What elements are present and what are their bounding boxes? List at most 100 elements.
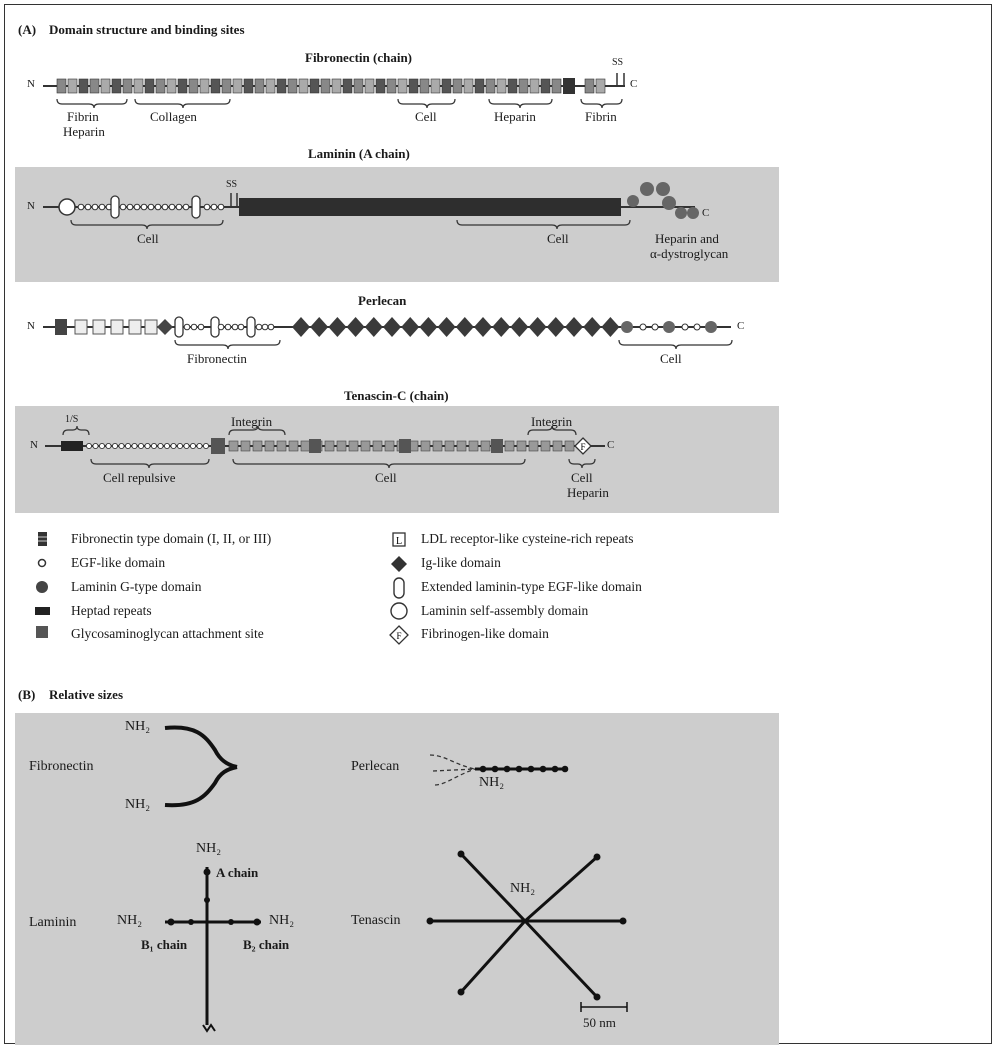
ig-like-domain bbox=[546, 317, 565, 337]
fibronectin-type-domain bbox=[456, 440, 467, 452]
panel-b-label: (B) bbox=[18, 687, 36, 702]
laminin-g-type-domain-icon bbox=[36, 581, 48, 593]
fibronectin-type-domain bbox=[463, 78, 474, 94]
fibronectin-type-domain bbox=[441, 78, 452, 94]
legend-fibrinogen-like: Fibrinogen-like domain bbox=[421, 626, 549, 641]
egf-like-domain bbox=[131, 442, 138, 450]
laminin-nh2-left: NH₂ bbox=[117, 913, 143, 928]
laminin-chain bbox=[43, 182, 699, 230]
laminin-shape bbox=[165, 867, 261, 1033]
egf-like-domain bbox=[175, 203, 183, 211]
egf-like-domain bbox=[140, 203, 148, 211]
ig-like-domain bbox=[364, 317, 383, 337]
egf-like-domain bbox=[189, 442, 197, 450]
ig-like-domain bbox=[565, 317, 583, 337]
laminin-ss: SS bbox=[226, 179, 238, 190]
fibronectin-type-domain bbox=[320, 78, 331, 94]
tenascin-binding-integrin-1: Integrin bbox=[231, 414, 273, 429]
fibronectin-type-domain bbox=[540, 440, 551, 452]
fibronectin-type-domain bbox=[228, 440, 239, 452]
fibronectin-type-domain-icon bbox=[38, 532, 47, 546]
ig-like-domain bbox=[492, 317, 511, 337]
laminin-g-type-domain bbox=[705, 321, 717, 333]
fibronectin-type-domain bbox=[386, 78, 397, 94]
egf-like-domain bbox=[144, 442, 151, 450]
fibronectin-type-domain bbox=[444, 440, 455, 452]
fibronectin-type-domain bbox=[265, 78, 276, 94]
fibronectin-type-domain bbox=[496, 78, 507, 94]
ig-like-domain bbox=[419, 317, 438, 337]
egf-like-domain bbox=[105, 442, 112, 450]
panel-a-title: Domain structure and binding sites bbox=[49, 22, 245, 37]
egf-like-domain bbox=[203, 203, 211, 211]
egf-like-domain bbox=[161, 203, 169, 211]
fibronectin-type-domain bbox=[56, 78, 67, 94]
ig-like-domain bbox=[310, 317, 329, 337]
fibronectin-type-domain bbox=[348, 440, 359, 452]
perlecan-nh2: NH₂ bbox=[479, 775, 505, 790]
gag-attachment-site-icon bbox=[36, 626, 48, 638]
perlecan-shape bbox=[429, 754, 569, 786]
egf-like-domain bbox=[237, 323, 245, 331]
laminin-b2-chain: B₂ chain bbox=[243, 937, 290, 952]
laminin-nh2-top: NH₂ bbox=[196, 841, 222, 856]
egf-like-domain bbox=[157, 442, 164, 450]
tenascin-binding-cell-1: Cell bbox=[375, 470, 397, 485]
fibronectin-type-domain bbox=[564, 440, 575, 452]
fibronectin-type-domain bbox=[287, 78, 298, 94]
legend-icons: L F bbox=[35, 532, 409, 645]
perlecan-label: Perlecan bbox=[351, 759, 400, 774]
egf-like-domain bbox=[133, 203, 141, 211]
fibronectin-type-domain bbox=[309, 78, 320, 94]
fibronectin-type-domain bbox=[300, 440, 311, 452]
egf-like-domain bbox=[197, 323, 205, 331]
fibronectin-type-domain bbox=[408, 78, 419, 94]
laminin-binding-cell-2: Cell bbox=[547, 231, 569, 246]
tenascin-binding-cell-2: Cell bbox=[571, 470, 593, 485]
fibronectin-type-domain bbox=[276, 440, 287, 452]
legend-extended-laminin-egf: Extended laminin-type EGF-like domain bbox=[421, 579, 642, 594]
egf-like-domain bbox=[183, 323, 191, 331]
fibronectin-type-domain bbox=[551, 78, 562, 94]
fibronectin-type-domain bbox=[155, 78, 166, 94]
tenascin-binding-heparin: Heparin bbox=[567, 485, 609, 500]
egf-like-domain bbox=[154, 203, 162, 211]
fibronectin-type-domain bbox=[353, 78, 364, 94]
fibronectin-type-domain bbox=[419, 78, 430, 94]
tenascin-shape bbox=[426, 850, 627, 1001]
laminin-a-chain: A chain bbox=[216, 865, 259, 880]
tenascin-c-terminus: C bbox=[607, 439, 615, 451]
laminin-binding-dystroglycan: α-dystroglycan bbox=[650, 246, 729, 261]
egf-like-domain bbox=[651, 323, 659, 331]
fibronectin-type-domain bbox=[485, 78, 496, 94]
egf-like-domain-icon bbox=[37, 558, 47, 568]
egf-like-domain bbox=[98, 442, 106, 450]
egf-like-domain bbox=[196, 442, 203, 450]
ldl-receptor-repeat-icon bbox=[392, 532, 406, 547]
fibronectin-type-domain bbox=[252, 440, 263, 452]
perlecan-binding-fibronectin: Fibronectin bbox=[187, 351, 247, 366]
fibronectin-type-domain bbox=[254, 78, 265, 94]
fibronectin-type-domain bbox=[504, 440, 515, 452]
panel-a-label: (A) bbox=[18, 22, 37, 37]
laminin-g-type-domain bbox=[663, 321, 675, 333]
perlecan-bead bbox=[491, 765, 499, 773]
ig-like-domain bbox=[474, 317, 492, 337]
laminin-b1-chain: B₁ chain bbox=[141, 937, 188, 952]
laminin-g-type-domain bbox=[621, 321, 633, 333]
egf-like-domain bbox=[163, 442, 171, 450]
fibronectin-type-domain bbox=[375, 78, 386, 94]
ig-like-domain bbox=[346, 317, 365, 337]
laminin-title: Laminin (A chain) bbox=[308, 146, 410, 161]
fibronectin-type-domain bbox=[516, 440, 527, 452]
fibronectin-type-domain bbox=[122, 78, 133, 94]
fibronectin-type-domain bbox=[166, 78, 177, 94]
tenascin-n-terminus: N bbox=[30, 439, 38, 451]
ig-like-domain bbox=[401, 317, 420, 337]
fibronectin-nh2-bottom: NH₂ bbox=[125, 797, 151, 812]
fibronectin-type-domain bbox=[89, 78, 100, 94]
ig-like-domain bbox=[510, 317, 529, 337]
tenascin-title: Tenascin-C (chain) bbox=[344, 388, 449, 403]
fibronectin-type-domain bbox=[188, 78, 199, 94]
egf-like-domain bbox=[202, 442, 210, 450]
